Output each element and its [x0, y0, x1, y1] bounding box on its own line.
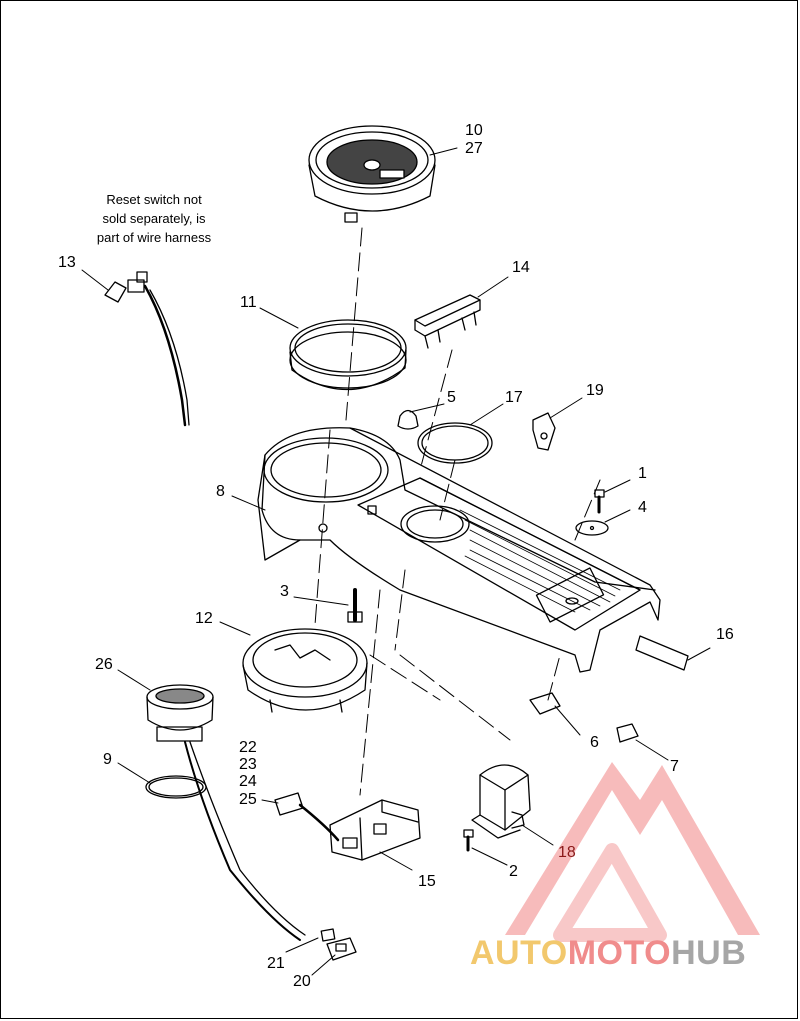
callout-25: 25 — [239, 791, 257, 808]
callout-4: 4 — [638, 499, 647, 516]
note-line-3: part of wire harness — [96, 230, 212, 245]
leader-lines — [81, 147, 711, 976]
housing-part-12 — [242, 628, 368, 713]
reset-switch-note: Reset switch not sold separately, is par… — [70, 190, 238, 247]
watermark-hub: HUB — [671, 934, 747, 972]
callout-11: 11 — [240, 294, 257, 311]
watermark-moto: MOTO — [567, 934, 672, 972]
washer-part-4 — [575, 520, 609, 536]
watermark-auto: AUTO — [470, 934, 568, 972]
connector-part-20 — [326, 937, 357, 961]
callout-17: 17 — [505, 389, 523, 406]
callout-26: 26 — [95, 656, 113, 673]
callout-21: 21 — [267, 955, 285, 972]
switch-part-26 — [146, 684, 336, 942]
callout-13: 13 — [58, 254, 76, 271]
relay-part-18 — [471, 764, 531, 839]
nut-part-5 — [397, 409, 419, 430]
watermark-logo — [505, 762, 760, 942]
callout-16: 16 — [716, 626, 734, 643]
callout-14: 14 — [512, 259, 530, 276]
callout-19: 19 — [586, 382, 604, 399]
gauge-part-10 — [308, 125, 436, 223]
callout-18: 18 — [558, 844, 576, 861]
callout-9: 9 — [103, 751, 112, 768]
module-part-15 — [329, 799, 421, 861]
ring-part-17 — [417, 422, 493, 464]
console-part-8 — [257, 427, 661, 673]
callout-15: 15 — [418, 873, 436, 890]
callout-8: 8 — [216, 483, 225, 500]
plate-part-16 — [635, 635, 689, 671]
callout-22: 22 — [239, 739, 257, 756]
note-line-2: sold separately, is — [102, 211, 206, 226]
bracket-part-14 — [414, 294, 481, 349]
exploded-lines — [314, 227, 601, 796]
callout-27: 27 — [465, 140, 483, 157]
connector-part-22 — [274, 792, 340, 842]
clip-part-7 — [616, 723, 639, 743]
stud-part-3 — [347, 588, 363, 623]
callout-3: 3 — [280, 583, 289, 600]
screw-part-2 — [463, 829, 474, 852]
note-line-1: Reset switch not — [106, 192, 202, 207]
watermark-brand: AUTOMOTOHUB — [470, 933, 746, 973]
callout-2: 2 — [509, 863, 518, 880]
callout-23: 23 — [239, 756, 257, 773]
clip-part-19 — [532, 412, 556, 451]
callout-1: 1 — [638, 465, 647, 482]
callout-5: 5 — [447, 389, 456, 406]
ring-part-9 — [145, 775, 207, 799]
reset-switch-part-13 — [104, 271, 190, 427]
callout-24: 24 — [239, 773, 257, 790]
callout-7: 7 — [670, 758, 679, 775]
ring-part-11 — [289, 319, 407, 391]
clip-part-6 — [529, 692, 561, 715]
callout-6: 6 — [590, 734, 599, 751]
callout-20: 20 — [293, 973, 311, 990]
callout-10: 10 — [465, 122, 483, 139]
screw-part-1 — [594, 489, 605, 514]
callout-12: 12 — [195, 610, 213, 627]
